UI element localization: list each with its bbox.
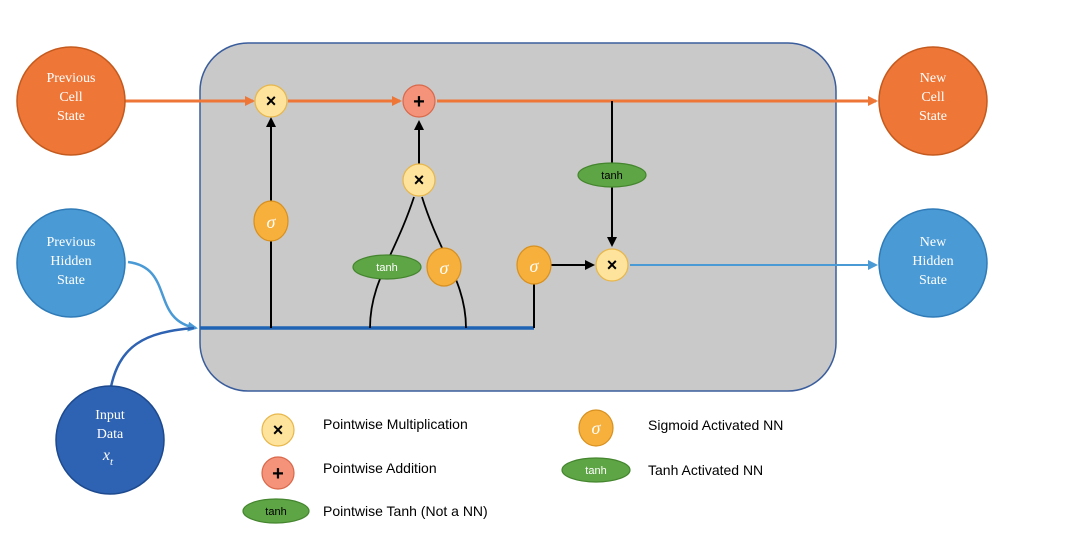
node-label-line: State: [57, 109, 85, 124]
tanh-label: tanh: [585, 465, 606, 477]
legend-label: Pointwise Addition: [323, 460, 437, 476]
input-symbol-subscript: t: [110, 456, 114, 468]
output-multiply-op: ×: [595, 248, 629, 282]
output-gate-sigmoid: σ: [516, 245, 552, 285]
input-gate-tanh: tanh: [352, 254, 422, 280]
new-cell-state-node: New Cell State: [878, 46, 988, 156]
node-label-line: Data: [97, 427, 124, 442]
legend-item-multiplication: × Pointwise Multiplication: [261, 413, 468, 447]
tanh-label: tanh: [601, 170, 622, 182]
legend-item-sigmoid: σ Sigmoid Activated NN: [578, 409, 783, 447]
sigma-icon: σ: [267, 212, 277, 232]
input-gate-sigmoid: σ: [426, 247, 462, 287]
multiply-icon: ×: [607, 255, 618, 275]
input-data-node: Input Data xt: [55, 385, 165, 495]
legend-label: Tanh Activated NN: [648, 462, 763, 478]
input-data-connector: [108, 326, 195, 393]
node-label-line: Cell: [921, 90, 944, 105]
lstm-cell-box: [199, 42, 837, 392]
node-label-line: New: [920, 235, 947, 250]
node-label-line: Hidden: [50, 254, 91, 269]
multiply-icon: ×: [414, 170, 425, 190]
node-label-line: Previous: [47, 71, 96, 86]
node-label-line: Previous: [47, 235, 96, 250]
multiply-icon: ×: [266, 91, 277, 111]
legend-item-pointwise-tanh: tanh Pointwise Tanh (Not a NN): [242, 498, 488, 524]
legend-label: Sigmoid Activated NN: [648, 417, 783, 433]
node-label-line: Cell: [59, 90, 82, 105]
new-hidden-state-node: New Hidden State: [878, 208, 988, 318]
plus-icon: +: [272, 463, 284, 485]
previous-hidden-state-node: Previous Hidden State: [16, 208, 126, 318]
sigma-icon: σ: [530, 256, 540, 276]
sigma-icon: σ: [592, 418, 602, 438]
legend-item-tanh-nn: tanh Tanh Activated NN: [561, 457, 763, 483]
tanh-label: tanh: [265, 506, 286, 518]
legend-label: Pointwise Tanh (Not a NN): [323, 503, 488, 519]
tanh-label: tanh: [376, 262, 397, 274]
forget-gate-multiply-op: ×: [254, 84, 288, 118]
node-label-line: State: [57, 273, 85, 288]
forget-gate-sigmoid: σ: [253, 200, 289, 242]
legend-item-addition: + Pointwise Addition: [261, 456, 437, 490]
plus-icon: +: [413, 91, 425, 113]
cell-state-tanh: tanh: [577, 162, 647, 188]
node-label-line: State: [919, 273, 947, 288]
node-label-line: New: [920, 71, 947, 86]
cell-add-op: +: [402, 84, 436, 118]
input-symbol-x: x: [102, 447, 110, 464]
legend: × Pointwise Multiplication + Pointwise A…: [242, 409, 783, 524]
legend-label: Pointwise Multiplication: [323, 416, 468, 432]
input-gate-multiply-op: ×: [402, 163, 436, 197]
sigma-icon: σ: [440, 258, 450, 278]
node-label-line: Hidden: [912, 254, 953, 269]
prev-hidden-connector: [127, 260, 198, 332]
node-label-line: State: [919, 109, 947, 124]
multiply-icon: ×: [273, 420, 284, 440]
previous-cell-state-node: Previous Cell State: [16, 46, 126, 156]
input-symbol: xt: [102, 447, 114, 468]
node-label-line: Input: [95, 408, 125, 423]
